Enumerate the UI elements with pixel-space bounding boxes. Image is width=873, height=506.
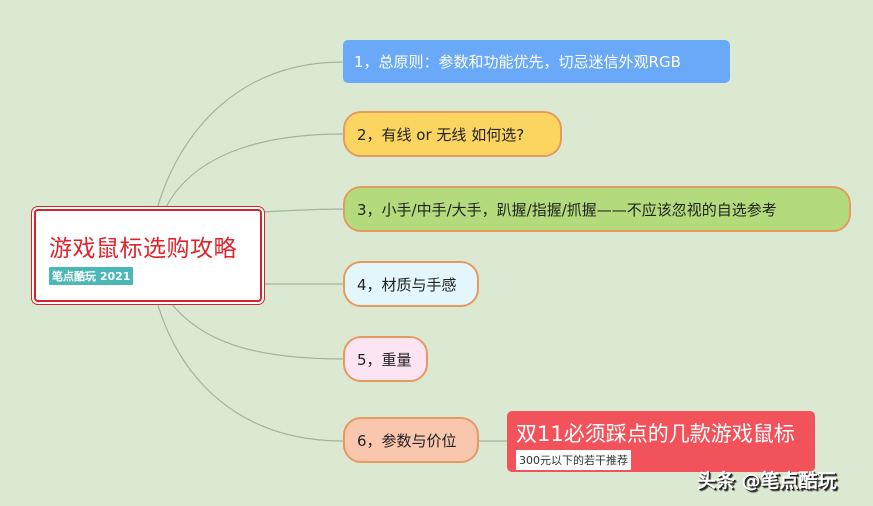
branch-topic-6[interactable]: 6，参数与价位: [343, 417, 479, 463]
branch-label: 4，材质与手感: [357, 275, 457, 294]
branch-topic-1[interactable]: 1，总原则：参数和功能优先，切忌迷信外观RGB: [343, 40, 730, 83]
branch-topic-3[interactable]: 3，小手/中手/大手，趴握/指握/抓握——不应该忽视的自选参考: [343, 186, 851, 232]
branch-topic-4[interactable]: 4，材质与手感: [343, 261, 479, 307]
branch-topic-2[interactable]: 2，有线 or 无线 如何选?: [343, 111, 562, 157]
subtopic-title: 双11必须踩点的几款游戏鼠标: [516, 422, 795, 446]
branch-label: 6，参数与价位: [357, 431, 457, 450]
branch-label: 5，重量: [357, 350, 412, 369]
watermark: 头条 @笔点酷玩: [697, 470, 837, 492]
subtopic-label: 300元以下的若干推荐: [516, 450, 631, 470]
linked-subtopic[interactable]: 双11必须踩点的几款游戏鼠标 300元以下的若干推荐: [507, 411, 815, 472]
central-topic-label: 笔点酷玩 2021: [49, 267, 134, 285]
branch-label: 3，小手/中手/大手，趴握/指握/抓握——不应该忽视的自选参考: [357, 200, 777, 219]
branch-label: 2，有线 or 无线 如何选?: [357, 125, 525, 144]
branch-topic-5[interactable]: 5，重量: [343, 336, 428, 382]
branch-label: 1，总原则：参数和功能优先，切忌迷信外观RGB: [354, 53, 681, 71]
central-topic[interactable]: 游戏鼠标选购攻略 笔点酷玩 2021: [34, 209, 262, 302]
central-topic-title: 游戏鼠标选购攻略: [49, 236, 237, 262]
